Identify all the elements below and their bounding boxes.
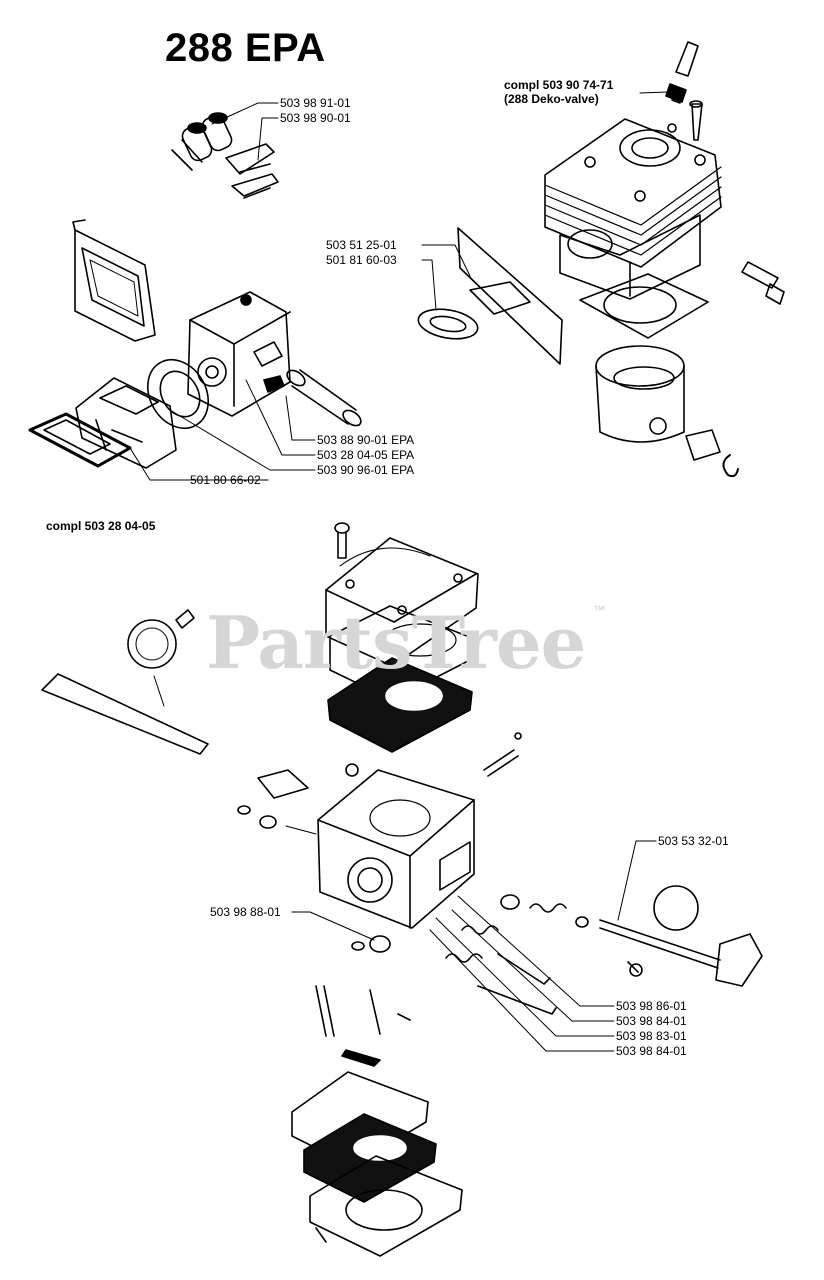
part-number-label: 503 98 84-01 (616, 1044, 687, 1058)
part-number-label: 503 51 25-01 (326, 238, 397, 252)
part-number-label: 503 98 90-01 (280, 111, 351, 125)
part-number-label: 503 98 86-01 (616, 999, 687, 1013)
intake-adapter-illustration (75, 377, 177, 469)
page-title: 288 EPA (165, 26, 326, 70)
part-number-label: 503 28 04-05 EPA (317, 448, 415, 462)
watermark: PartsTree (206, 600, 586, 685)
carburetor-assembly-label: compl 503 28 04-05 (46, 519, 156, 533)
cylinder-assembly-note: (288 Deko-valve) (504, 92, 599, 106)
watermark-text: PartsTree (206, 600, 586, 685)
decompression-valve-illustration (741, 261, 785, 305)
cylinder-illustration (544, 118, 722, 300)
pump-gaskets-illustration (327, 605, 473, 753)
part-number-label: 503 98 88-01 (210, 905, 281, 919)
carburetor-illustration (187, 291, 291, 417)
carb-body-illustration (317, 763, 475, 929)
cylinder-gaskets-illustration (417, 227, 709, 365)
part-number-label: 503 88 90-01 EPA (317, 433, 415, 447)
metering-diaphragm-illustration (291, 1071, 463, 1257)
inlet-needle-parts-illustration (315, 985, 411, 1067)
intake-bracket-illustration (72, 219, 156, 342)
pump-cover-illustration (325, 537, 479, 667)
cylinder-bolt-illustration (689, 100, 703, 141)
gasket-left-illustration (28, 412, 132, 468)
part-number-label: 503 98 91-01 (280, 96, 351, 110)
cylinder-assembly-label: compl 503 90 74-71 (504, 78, 614, 92)
piston-illustration (595, 345, 739, 478)
needle-spring-illustration (483, 732, 522, 777)
choke-shaft-illustration (500, 885, 763, 987)
flange-gasket-illustration (147, 359, 209, 429)
part-number-label: 503 98 83-01 (616, 1029, 687, 1043)
roller-parts-illustration (171, 112, 279, 199)
leader-lines-lower (291, 840, 657, 1052)
leader-lines-carburetor (129, 379, 316, 481)
part-number-label: 503 90 96-01 EPA (317, 463, 415, 477)
part-number-label: 501 81 60-03 (326, 253, 397, 267)
carb-small-parts-illustration (237, 769, 317, 835)
carb-screw-top-illustration (334, 522, 350, 559)
adjustment-needles-illustration (351, 925, 557, 1015)
leader-lines-cylinder (421, 91, 669, 311)
leader-lines-top-left (211, 102, 279, 161)
watermark-trademark: ™ (593, 603, 605, 617)
spark-plug-illustration (665, 41, 699, 104)
throttle-shaft-illustration (41, 609, 209, 755)
part-number-label: 501 80 66-02 (190, 473, 261, 487)
fuel-tube-illustration (286, 369, 362, 427)
part-number-label: 503 53 32-01 (658, 834, 729, 848)
part-number-label: 503 98 84-01 (616, 1014, 687, 1028)
